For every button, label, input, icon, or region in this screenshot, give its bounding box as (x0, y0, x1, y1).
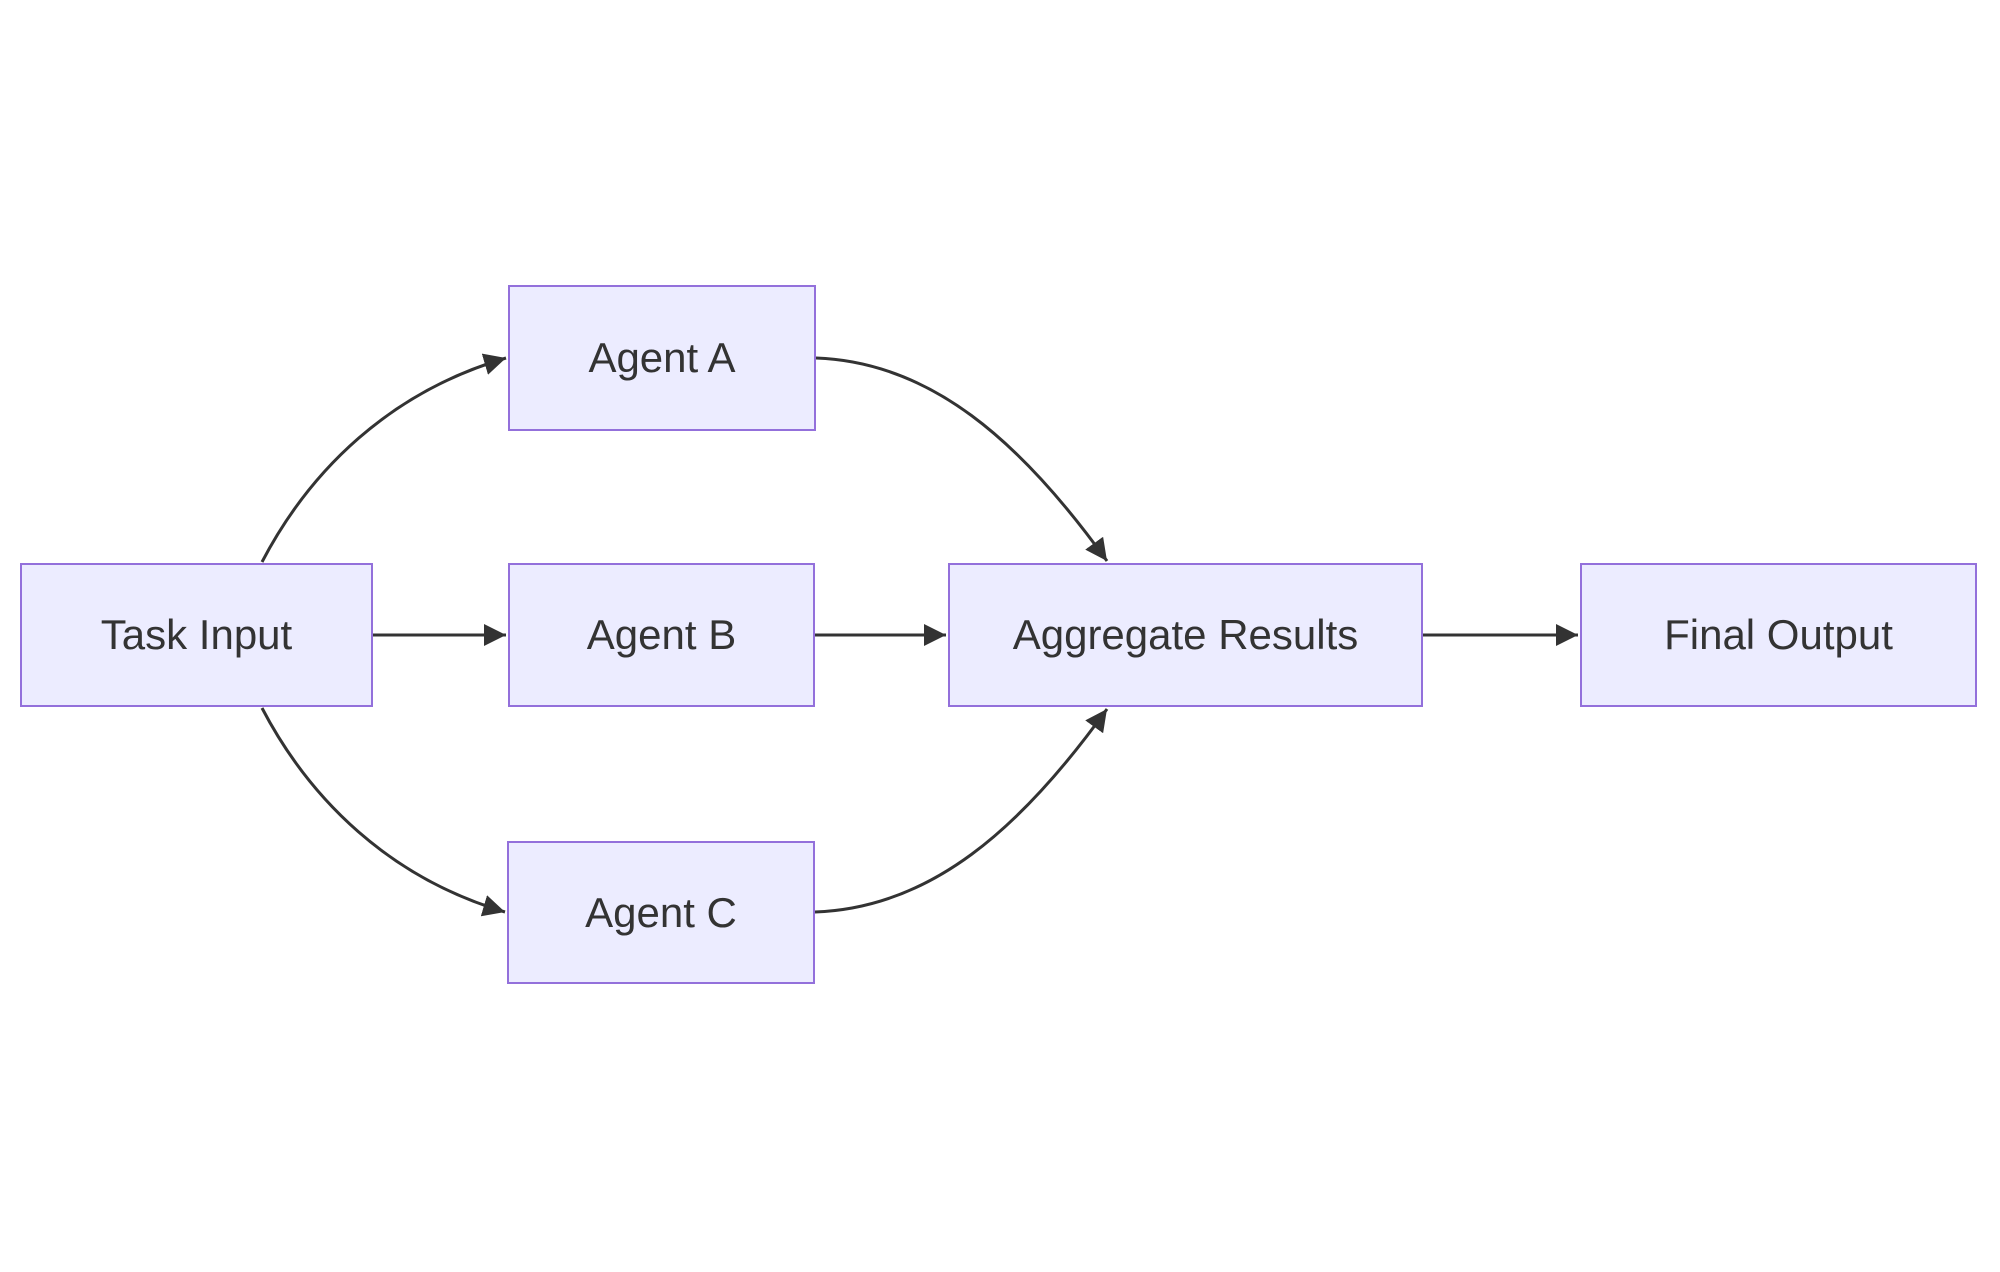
node-agent-b-label: Agent B (586, 611, 737, 658)
node-agent-c-label: Agent C (585, 888, 737, 936)
node-agent-c: Agent C (507, 841, 815, 984)
node-task-input: Task Input (20, 563, 373, 707)
node-aggregate-results: Aggregate Results (948, 563, 1423, 707)
edge-agent-c-to-aggregate-results (814, 708, 1109, 914)
node-task-input-label: Task Input (100, 611, 293, 658)
edge-task-input-to-agent-c (260, 707, 506, 917)
node-final-output-label: Final Output (1664, 611, 1893, 658)
node-agent-b: Agent B (508, 563, 815, 707)
node-agent-a: Agent A (508, 285, 816, 431)
edge-agent-a-to-aggregate-results (815, 356, 1109, 562)
node-aggregate-results-label: Aggregate Results (1012, 611, 1359, 658)
edge-task-input-to-agent-a (260, 353, 507, 563)
node-agent-a-label: Agent A (588, 334, 736, 381)
node-final-output: Final Output (1580, 563, 1977, 707)
